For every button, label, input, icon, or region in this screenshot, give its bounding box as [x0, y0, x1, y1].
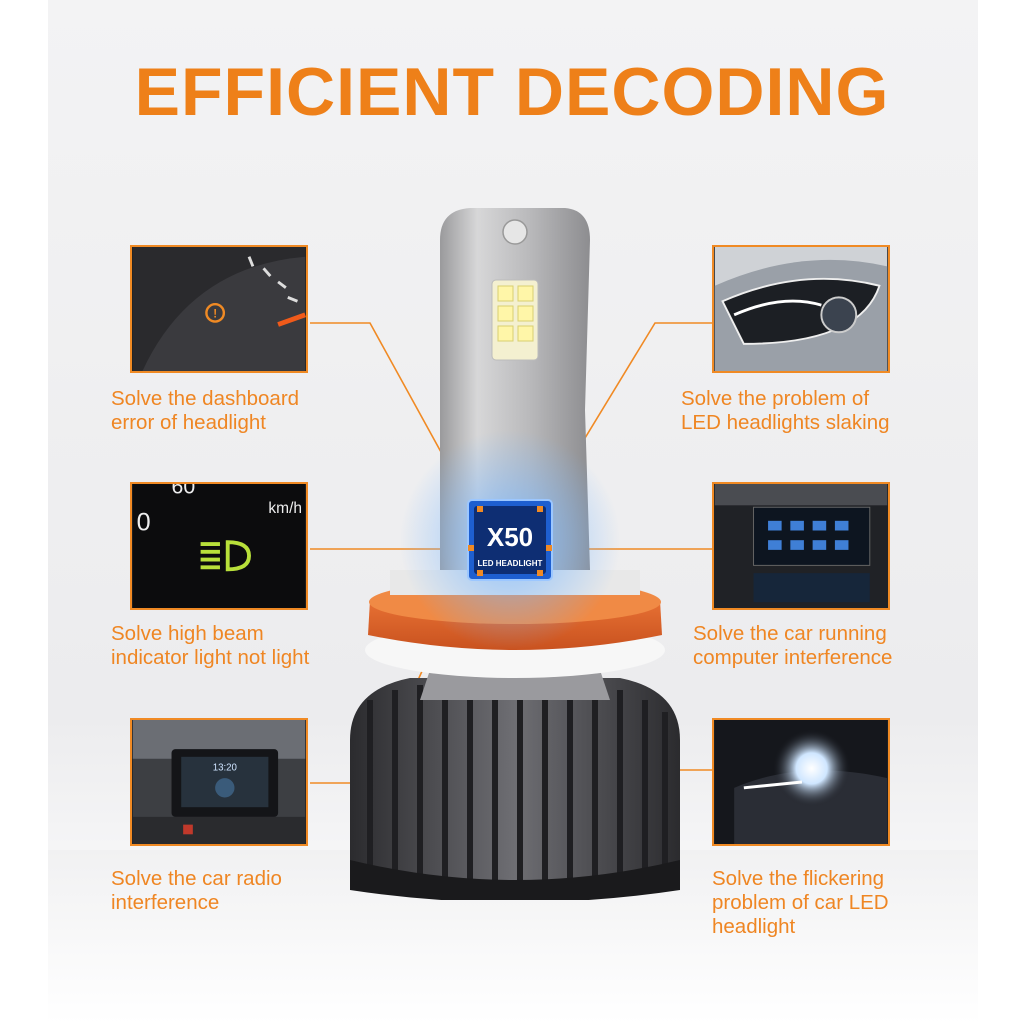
thumb-car-radio: 13:20 — [130, 718, 308, 846]
caption-car-computer: Solve the car running computer interfere… — [693, 622, 893, 669]
thumb-headlight — [712, 245, 890, 373]
svg-text:km/h: km/h — [268, 500, 302, 517]
high-beam-indicator-icon: 60 0 km/h — [132, 484, 306, 608]
thumb-bright-headlight — [712, 718, 890, 846]
caption-high-beam: Solve high beam indicator light not ligh… — [111, 622, 310, 669]
chip-label: LED HEADLIGHT — [478, 559, 543, 568]
caption-bright-headlight: Solve the flickering problem of car LED … — [712, 867, 889, 938]
svg-text:13:20: 13:20 — [213, 762, 237, 773]
caption-dashboard: Solve the dashboard error of headlight — [111, 387, 300, 434]
svg-text:!: ! — [213, 308, 217, 321]
headlight-closeup-icon — [714, 247, 888, 371]
car-computer-screen-icon — [714, 484, 888, 608]
chip-model: X50 — [487, 522, 533, 552]
led-bulb-illustration: X50 LED HEADLIGHT — [350, 208, 680, 900]
thumb-high-beam: 60 0 km/h — [130, 482, 308, 610]
caption-car-radio: Solve the car radio interference — [111, 867, 282, 914]
svg-text:60: 60 — [172, 484, 196, 499]
caption-headlight: Solve the problem of LED headlights slak… — [681, 387, 890, 434]
page-title: EFFICIENT DECODING — [134, 54, 890, 130]
svg-text:0: 0 — [137, 509, 151, 537]
car-radio-icon: 13:20 — [132, 720, 306, 844]
bright-headlight-icon — [714, 720, 888, 844]
dashboard-warning-icon: ! — [132, 247, 306, 371]
thumb-car-computer — [712, 482, 890, 610]
decoder-chip: X50 LED HEADLIGHT — [467, 499, 553, 581]
heat-sink — [350, 670, 680, 900]
thumb-dashboard-warning: ! — [130, 245, 308, 373]
